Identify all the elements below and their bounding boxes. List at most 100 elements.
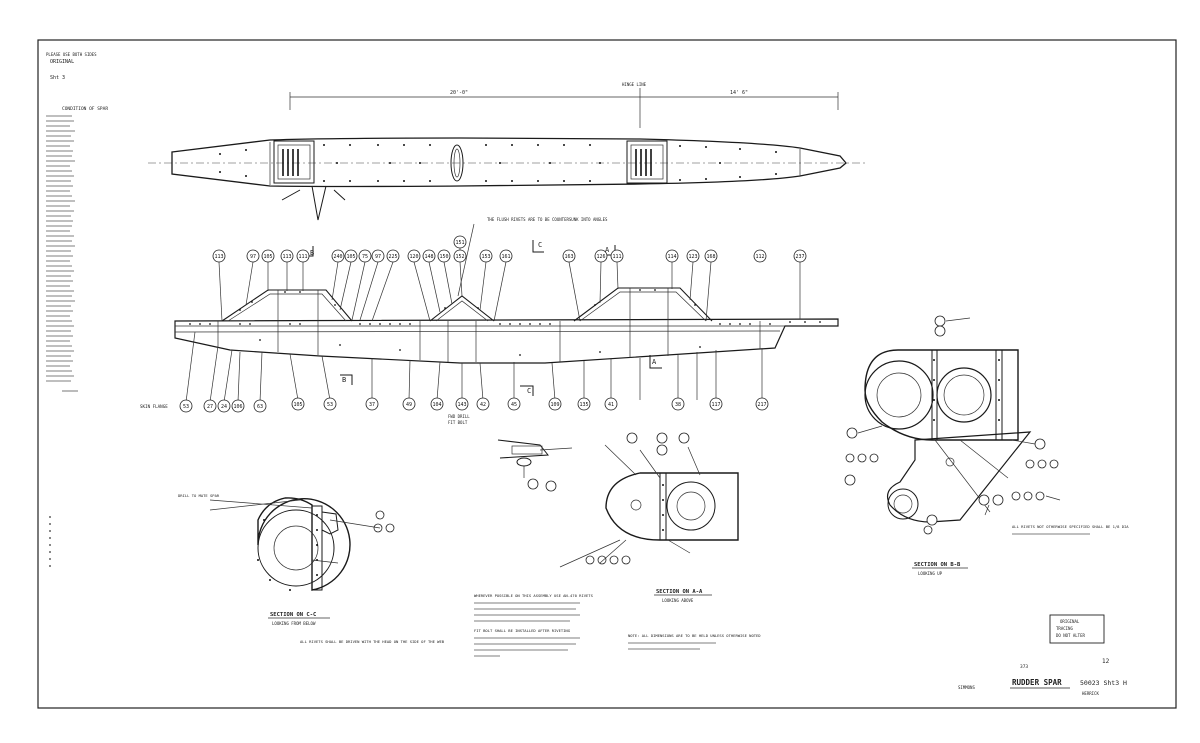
- part-balloon: 150: [437, 249, 451, 263]
- corner-note: PLEASE USE BOTH SIDES ORIGINAL Sht 3: [46, 52, 97, 81]
- part-balloon: 152: [453, 249, 467, 263]
- part-balloon: 97: [246, 249, 260, 263]
- callout-top-center: THE FLUSH RIVETS ARE TO BE COUNTERSUNK I…: [487, 217, 608, 222]
- svg-text:C: C: [527, 387, 531, 395]
- part-balloon: 53: [323, 397, 337, 411]
- callout-cc-left: DRILL TO MATE SPAR: [178, 493, 220, 498]
- section-aa-subtitle: LOOKING ABOVE: [662, 598, 694, 603]
- note-rivet-dia: ALL RIVETS NOT OTHERWISE SPECIFIED SHALL…: [1012, 524, 1129, 529]
- corner-note-line: Sht 3: [50, 75, 65, 81]
- svg-text:151: 151: [455, 240, 464, 246]
- svg-text:148: 148: [424, 254, 433, 260]
- svg-text:111: 111: [298, 254, 307, 260]
- note-fit-bolt: FIT BOLT SHALL BE INSTALLED AFTER RIVETI…: [474, 628, 571, 633]
- part-balloon: 240: [331, 249, 345, 263]
- part-balloon: 123: [686, 249, 700, 263]
- part-balloon: 114: [665, 249, 679, 263]
- svg-text:A: A: [605, 246, 610, 254]
- svg-text:49: 49: [406, 402, 412, 408]
- svg-text:135: 135: [579, 402, 588, 408]
- part-balloon: 105: [344, 249, 358, 263]
- svg-text:104: 104: [432, 402, 441, 408]
- svg-text:153: 153: [481, 254, 490, 260]
- svg-text:123: 123: [688, 254, 697, 260]
- left-notes-title: CONDITION OF SPAR: [62, 106, 108, 112]
- drawing-number: 50023 Sht3 H: [1080, 679, 1127, 687]
- part-balloon: 27: [203, 399, 217, 413]
- checked-by: HERRICK: [1082, 691, 1099, 696]
- svg-text:120: 120: [409, 254, 418, 260]
- part-balloon: 105: [261, 249, 275, 263]
- note-rivet-heads: ALL RIVETS SHALL BE DRIVEN WITH THE HEAD…: [300, 639, 445, 644]
- part-balloon: 37: [365, 397, 379, 411]
- svg-text:150: 150: [439, 254, 448, 260]
- balloon-row-top: 113 97 105 113 111 240 105 75 97 225 120…: [212, 235, 807, 263]
- svg-text:27: 27: [207, 404, 213, 410]
- stamp-line: DO NOT ALTER: [1056, 633, 1085, 638]
- svg-text:97: 97: [375, 254, 381, 260]
- part-balloon: 237: [793, 249, 807, 263]
- svg-text:105: 105: [293, 402, 302, 408]
- svg-text:225: 225: [388, 254, 397, 260]
- svg-text:A: A: [652, 358, 657, 366]
- part-balloon: 24: [217, 399, 231, 413]
- svg-text:168: 168: [706, 254, 715, 260]
- part-balloon: 135: [577, 397, 591, 411]
- svg-text:45: 45: [511, 402, 517, 408]
- callout-bottom-center-2: FIT BOLT: [448, 420, 468, 425]
- svg-text:53: 53: [183, 404, 189, 410]
- callout-skin-flange: SKIN FLANGE: [140, 404, 168, 409]
- stamp-line: ORIGINAL: [1060, 619, 1080, 624]
- svg-text:106: 106: [233, 404, 242, 410]
- svg-text:53: 53: [327, 402, 333, 408]
- svg-text:113: 113: [282, 254, 291, 260]
- section-aa-title: SECTION ON A-A: [656, 589, 703, 595]
- svg-text:237: 237: [795, 254, 804, 260]
- part-balloon: 113: [280, 249, 294, 263]
- svg-text:37: 37: [369, 402, 375, 408]
- part-balloon: 112: [753, 249, 767, 263]
- svg-text:B: B: [342, 376, 346, 384]
- hinge-line-label: HINGE LINE: [622, 82, 647, 87]
- part-balloon: 104: [430, 397, 444, 411]
- part-balloon: 53: [179, 399, 193, 413]
- svg-text:111: 111: [612, 254, 621, 260]
- svg-text:42: 42: [480, 402, 486, 408]
- svg-text:112: 112: [755, 254, 764, 260]
- svg-text:114: 114: [667, 254, 676, 260]
- corner-note-line: PLEASE USE BOTH SIDES: [46, 52, 97, 57]
- part-balloon: 168: [704, 249, 718, 263]
- part-balloon: 109: [548, 397, 562, 411]
- plan-view: 20'-0" 14' 6" HINGE LINE: [148, 82, 868, 221]
- section-aa-view: SECTION ON A-A LOOKING ABOVE WHEREVER PO…: [474, 432, 761, 657]
- svg-text:38: 38: [675, 402, 681, 408]
- svg-text:63: 63: [257, 404, 263, 410]
- part-balloon: 117: [709, 397, 723, 411]
- corner-note-line: ORIGINAL: [50, 59, 74, 65]
- section-cc-title: SECTION ON C-C: [270, 612, 316, 618]
- svg-text:97: 97: [250, 254, 256, 260]
- part-balloon: 45: [507, 397, 521, 411]
- part-balloon: 143: [455, 397, 469, 411]
- part-balloon: 75: [358, 249, 372, 263]
- svg-text:109: 109: [550, 402, 559, 408]
- part-balloon: 161: [499, 249, 513, 263]
- part-balloon: 148: [422, 249, 436, 263]
- svg-text:105: 105: [346, 254, 355, 260]
- svg-text:240: 240: [333, 254, 342, 260]
- part-balloon: 225: [386, 249, 400, 263]
- part-balloon: 151: [453, 235, 467, 249]
- drawn-by: SIMMONS: [958, 685, 975, 690]
- part-balloon: 38: [671, 397, 685, 411]
- part-balloon: 111: [296, 249, 310, 263]
- svg-text:217: 217: [757, 402, 766, 408]
- revision-number: 12: [1102, 658, 1110, 665]
- section-bb-view: SECTION ON B-B LOOKING UP ALL RIVETS NOT…: [844, 315, 1129, 576]
- balloon-row-bottom: 53 27 24 106 63 105 53 37 49 104 143 42 …: [179, 397, 769, 413]
- svg-text:41: 41: [608, 402, 614, 408]
- part-balloon: 106: [231, 399, 245, 413]
- part-balloon: 42: [476, 397, 490, 411]
- section-bb-title: SECTION ON B-B: [914, 562, 961, 568]
- dimension-right: 14' 6": [730, 90, 748, 96]
